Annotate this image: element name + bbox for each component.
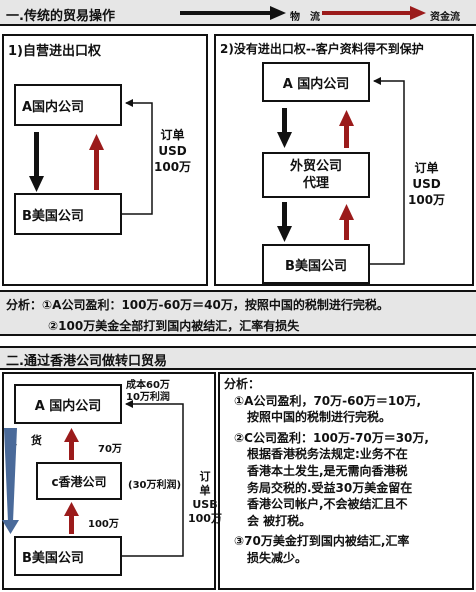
- left-goods-arrow: [29, 132, 44, 192]
- right-funds-arrow-1: [339, 110, 354, 148]
- s2-analysis-p3: ③70万美金打到国内被结汇,汇率 损失减少。: [224, 533, 429, 566]
- panel-left-title: 1)自营进出口权: [8, 44, 101, 59]
- right-currency-text: USD: [412, 177, 441, 191]
- box-b-us-company: B美国公司: [14, 193, 122, 235]
- panel-no-trading-rights: [214, 34, 474, 286]
- section1-analysis-line1: 分析：①A公司盈利：100万-60万＝40万，按照中国的税制进行完税。: [6, 298, 389, 312]
- box-a-domestic-company-right: A 国内公司: [262, 62, 370, 102]
- profit-text: 10万利润: [126, 392, 170, 403]
- s2-p2-line4: 务局交税的.受益30万美金留在: [247, 480, 413, 495]
- ship-goods-arrow: [2, 428, 19, 534]
- s2-p2-line2: 根据香港税务法规定:业务不在: [247, 447, 408, 462]
- s2-analysis-title: 分析：: [224, 377, 261, 391]
- right-funds-arrow-2: [339, 204, 354, 240]
- s2-p2-line1: ②C公司盈利：100万-70万＝30万,: [234, 430, 429, 445]
- legend-funds-arrow: [322, 6, 426, 20]
- left-order-label: 订单 USD 100万: [154, 127, 191, 175]
- cost-profit-label: 成本60万 10万利润: [126, 380, 170, 404]
- right-amount-text: 100万: [408, 193, 446, 207]
- left-order-text: 订单: [160, 128, 185, 142]
- section1-title: 一.传统的贸易操作: [6, 9, 115, 24]
- section2-title: 二.通过香港公司做转口贸易: [6, 354, 167, 369]
- cost-text: 成本60万: [126, 380, 170, 391]
- s2-p1-line1: ①A公司盈利，70万-60万＝10万,: [234, 393, 422, 408]
- panel-hk-transit: [2, 372, 216, 590]
- agent-line-2: 代理: [302, 176, 329, 191]
- section1-analysis-line2: ②100万美金全部打到国内被结汇，汇率有损失: [48, 319, 300, 333]
- hk-to-domestic-funds-arrow: [64, 428, 79, 460]
- right-order-connector: [370, 77, 405, 265]
- us-to-hk-funds-arrow: [64, 502, 79, 534]
- left-order-connector: [122, 99, 153, 215]
- legend-goods-arrow: [180, 6, 286, 20]
- panel-hk-analysis: [218, 372, 474, 590]
- s2-analysis-p2: ②C公司盈利：100万-70万＝30万, 根据香港税务法规定:业务不在 香港本土…: [224, 430, 429, 530]
- box-c-hk-company: c香港公司: [36, 462, 122, 500]
- s2-p1-line2: 按照中国的税制进行完税。: [247, 410, 392, 425]
- label-30w-profit: (30万利润): [128, 480, 182, 491]
- panel-right-title: 2)没有进出口权--客户资料得不到保护: [220, 42, 424, 56]
- s2-p2-line6: 会 被打税。: [247, 513, 312, 528]
- s2-p2-line5: 香港公司帐户,不会被结汇且不: [247, 497, 408, 512]
- s2-order-label: 订 单 USB 100万: [188, 470, 222, 526]
- panel-own-trading-rights: [2, 34, 208, 286]
- legend-funds-label: 资金流: [430, 12, 460, 23]
- ship-char-2: 货: [30, 434, 42, 447]
- s2-order-char-2: 单: [199, 484, 211, 497]
- s2-analysis-p1: ①A公司盈利，70万-60万＝10万, 按照中国的税制进行完税。: [224, 393, 429, 426]
- box-trading-agent: 外贸公司 代理: [262, 152, 370, 198]
- s2-order-connector: [122, 400, 184, 557]
- left-funds-arrow: [89, 134, 104, 190]
- box-b-us-company-right: B美国公司: [262, 244, 370, 284]
- section1-analysis-bar: [0, 290, 476, 336]
- s2-p2-line3: 香港本土发生,是无需向香港税: [247, 463, 408, 478]
- s2-order-char-1: 订: [199, 470, 211, 483]
- box-a-domestic-company: A国内公司: [14, 84, 122, 126]
- label-100w: 100万: [88, 519, 119, 530]
- left-amount-text: 100万: [154, 160, 192, 174]
- left-currency-text: USD: [158, 144, 187, 158]
- right-goods-arrow-1: [277, 108, 292, 148]
- s2-currency-text: USB: [192, 498, 218, 511]
- s2-amount-text: 100万: [188, 512, 222, 525]
- s2-analysis-block: 分析： ①A公司盈利，70万-60万＝10万, 按照中国的税制进行完税。 ②C公…: [224, 376, 429, 567]
- box-a-domestic-company-s2: A 国内公司: [14, 384, 122, 424]
- legend-goods-label: 物 流: [290, 12, 320, 23]
- label-70w: 70万: [98, 444, 122, 455]
- right-goods-arrow-2: [277, 202, 292, 242]
- right-order-label: 订单 USD 100万: [408, 160, 445, 208]
- right-order-text: 订单: [414, 161, 439, 175]
- s2-p3-line2: 损失减少。: [247, 550, 308, 565]
- box-b-us-company-s2: B美国公司: [14, 536, 122, 576]
- s2-p3-line1: ③70万美金打到国内被结汇,汇率: [234, 534, 410, 549]
- section2-header: [0, 346, 476, 370]
- agent-line-1: 外贸公司: [289, 159, 342, 174]
